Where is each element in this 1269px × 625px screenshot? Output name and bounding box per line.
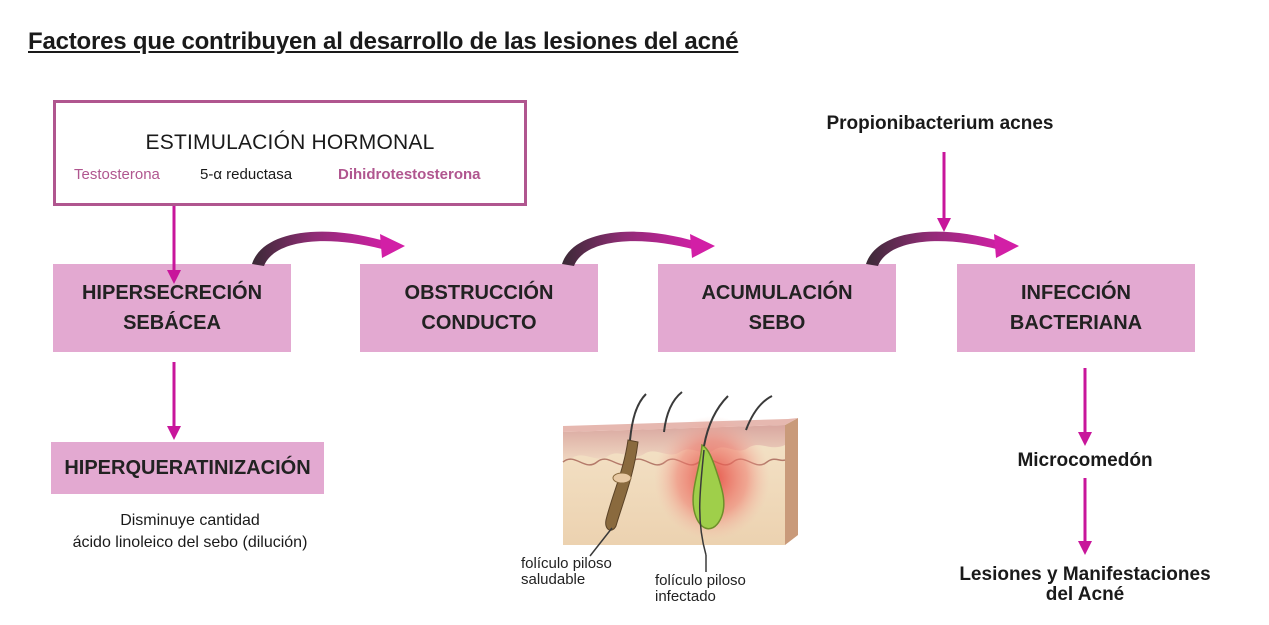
arrow-hypersecretion-to-hyperkeratinization [167, 362, 181, 440]
infected-follicle-label: folículo piloso infectado [655, 572, 746, 605]
skin-illustration [562, 391, 798, 572]
hormonal-stimulation-heading: ESTIMULACIÓN HORMONAL [145, 131, 435, 154]
arrow-infection-to-microcomedone [1078, 368, 1092, 446]
arc-arrow-hypersecretion-to-obstruction [252, 231, 405, 266]
node-hypersecretion: HIPERSECRECIÓN SEBÁCEA [53, 264, 291, 352]
hormonal-stimulation-box: ESTIMULACIÓN HORMONAL Testosterona 5-α r… [53, 100, 527, 206]
dht-label: Dihidrotestosterona [338, 166, 481, 183]
bacteria-label: Propionibacterium acnes [826, 113, 1054, 134]
node-accumulation: ACUMULACIÓN SEBO [658, 264, 896, 352]
node-obstruction: OBSTRUCCIÓN CONDUCTO [360, 264, 598, 352]
arrow-bacteria-to-infection [937, 152, 951, 232]
hyperkeratinization-note: Disminuye cantidad ácido linoleico del s… [72, 512, 308, 551]
node-hyperkeratinization: HIPERQUERATINIZACIÓN [51, 442, 324, 494]
testosterone-label: Testosterona [74, 166, 160, 183]
arrow-microcomedone-to-lesions [1078, 478, 1092, 555]
arc-arrow-accumulation-to-infection [866, 231, 1019, 266]
microcomedone-label: Microcomedón [1017, 450, 1153, 471]
arc-arrow-obstruction-to-accumulation [562, 231, 715, 266]
page-title: Factores que contribuyen al desarrollo d… [28, 28, 739, 55]
enzyme-label: 5-α reductasa [200, 166, 293, 183]
healthy-follicle-label: folículo piloso saludable [521, 555, 612, 588]
arrow-hormonal-to-hypersecretion [167, 206, 181, 284]
node-infection: INFECCIÓN BACTERIANA [957, 264, 1195, 352]
healthy-pointer [589, 527, 613, 557]
lesions-label: Lesiones y Manifestaciones del Acné [959, 564, 1211, 605]
